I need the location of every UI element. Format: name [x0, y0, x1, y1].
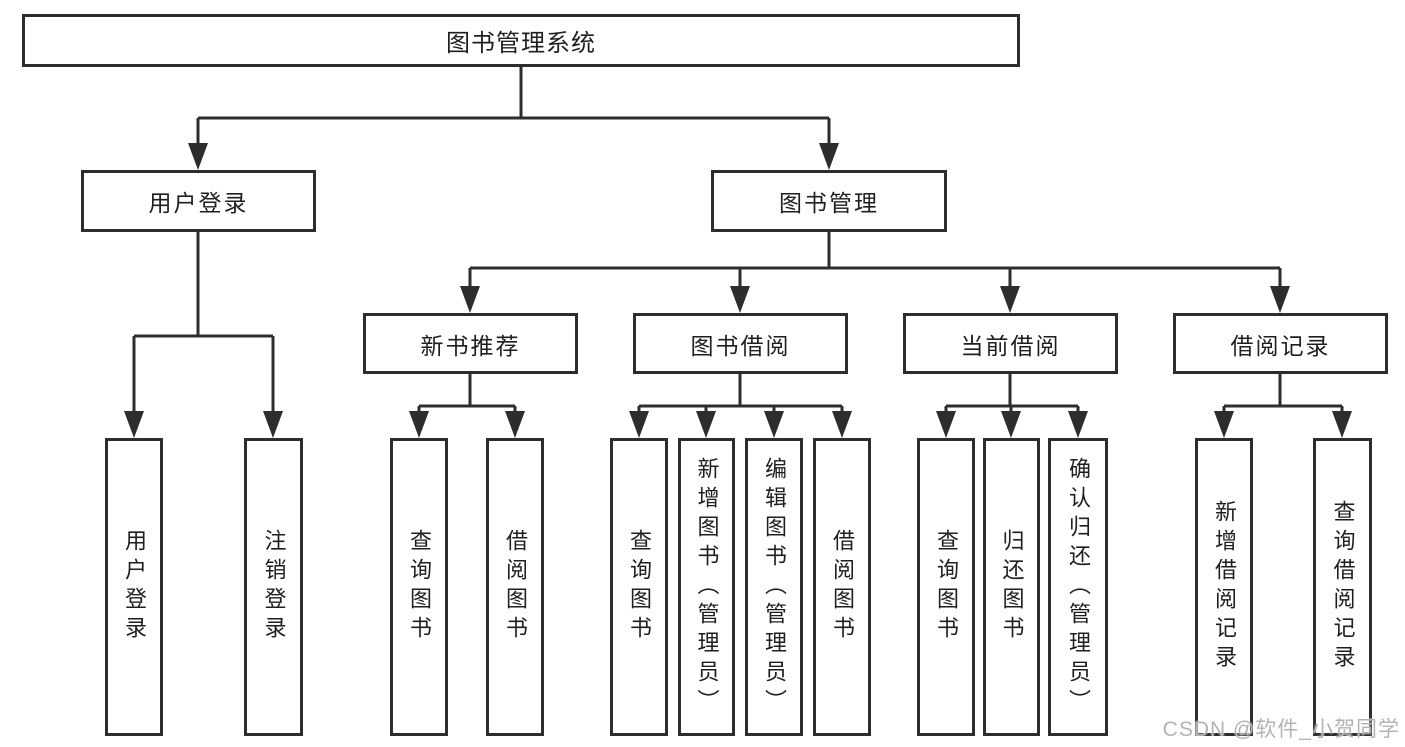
node-label: 图书管理系统: [446, 30, 596, 57]
leaf-return-books: 归还图书: [983, 438, 1040, 736]
leaf-edit-books-admin: 编辑图书（管理员）: [745, 438, 803, 736]
node-label: 用户登录: [148, 190, 249, 216]
node-user-login: 用户登录: [81, 170, 316, 232]
leaf-user-login: 用户登录: [105, 438, 163, 736]
node-new-book-recommend: 新书推荐: [363, 313, 578, 374]
leaf-query-borrow-record: 查询借阅记录: [1313, 438, 1372, 736]
leaf-borrow-books-recommend: 借阅图书: [486, 438, 544, 736]
leaf-add-books-admin: 新增图书（管理员）: [678, 438, 735, 736]
node-library-management-system: 图书管理系统: [22, 14, 1020, 67]
node-borrow-records: 借阅记录: [1173, 313, 1388, 374]
leaf-add-borrow-record: 新增借阅记录: [1195, 438, 1253, 736]
leaf-borrow-books: 借阅图书: [813, 438, 871, 736]
leaf-logout: 注销登录: [244, 438, 303, 736]
node-label: 新书推荐: [420, 332, 521, 359]
node-book-management: 图书管理: [711, 170, 947, 232]
leaf-query-books-current: 查询图书: [917, 438, 975, 736]
node-current-borrow: 当前借阅: [903, 313, 1118, 374]
node-book-borrow: 图书借阅: [633, 313, 848, 374]
leaf-confirm-return-admin: 确认归还（管理员）: [1048, 438, 1108, 736]
csdn-watermark: CSDN @软件_小贺同学: [1162, 718, 1400, 741]
node-label: 图书借阅: [690, 332, 791, 359]
leaf-query-books-recommend: 查询图书: [390, 438, 448, 736]
node-label: 图书管理: [779, 190, 879, 216]
leaf-query-books-borrow: 查询图书: [610, 438, 668, 736]
node-label: 借阅记录: [1230, 332, 1331, 359]
node-label: 当前借阅: [960, 332, 1061, 359]
